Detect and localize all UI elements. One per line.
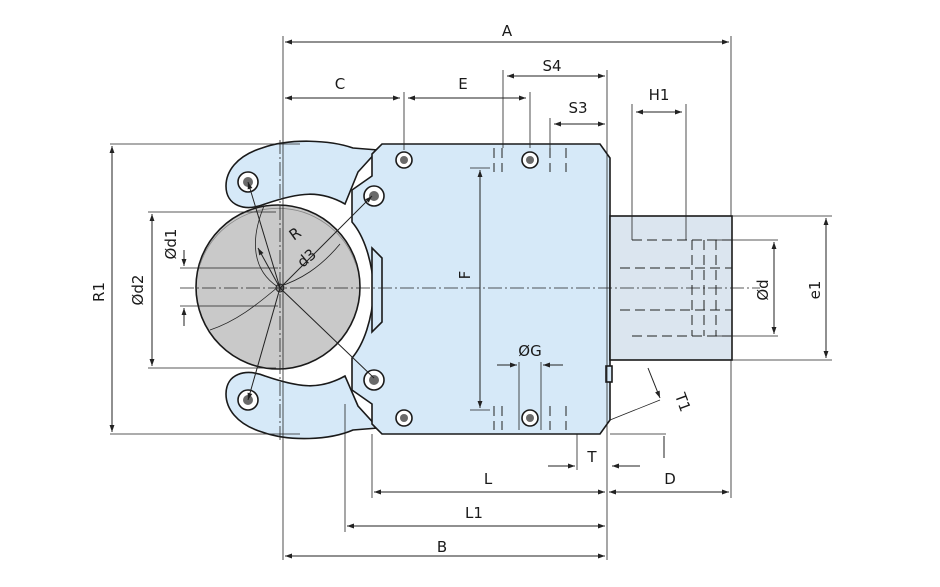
label-r1: R1 xyxy=(90,282,108,302)
label-og: ØG xyxy=(518,342,541,360)
main-body xyxy=(351,143,611,435)
label-l: L xyxy=(484,470,493,488)
label-od2: Ød2 xyxy=(129,275,147,306)
extension-lines xyxy=(110,36,832,560)
label-e: E xyxy=(458,75,467,93)
label-od1: Ød1 xyxy=(162,229,180,260)
label-b: B xyxy=(437,538,447,556)
label-od: Ød xyxy=(754,279,772,300)
label-l1: L1 xyxy=(465,504,483,522)
label-c: C xyxy=(335,75,345,93)
dimension-lines xyxy=(109,39,829,559)
upper-claw xyxy=(225,140,380,209)
body-notch xyxy=(371,246,383,334)
lower-claw xyxy=(225,371,380,440)
label-a: A xyxy=(502,22,513,40)
label-s4: S4 xyxy=(542,57,561,75)
label-t: T xyxy=(586,448,597,466)
label-s3: S3 xyxy=(568,99,587,117)
tab xyxy=(605,365,613,383)
label-d: D xyxy=(664,470,676,488)
label-t1: T1 xyxy=(671,389,695,414)
center-lines xyxy=(180,140,760,440)
bore-circle xyxy=(195,204,361,370)
label-h1: H1 xyxy=(649,86,670,104)
label-e1: e1 xyxy=(806,281,824,300)
label-f: F xyxy=(456,271,474,280)
